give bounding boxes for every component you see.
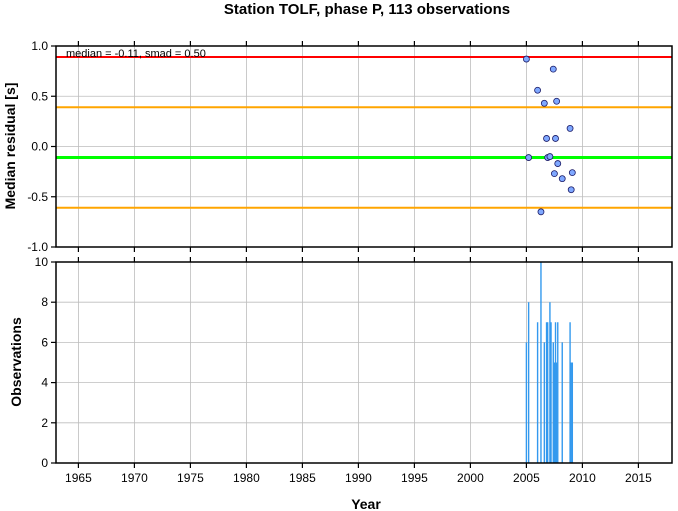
- residual-point: [534, 86, 541, 94]
- x-tick-label: 1975: [177, 471, 204, 485]
- x-tick-label: 2005: [513, 471, 540, 485]
- x-tick-label: 1970: [121, 471, 148, 485]
- observations-y-axis-label: Observations: [8, 317, 24, 407]
- residual-point: [554, 160, 562, 167]
- residual-point: [543, 135, 550, 142]
- observations-plot-frame: [55, 261, 673, 464]
- residual-point: [549, 65, 557, 73]
- x-tick-label: 2010: [569, 471, 596, 485]
- residual-y-axis-label: Median residual [s]: [2, 83, 18, 210]
- x-axis-label: Year: [351, 496, 381, 511]
- x-tick-label: 1985: [289, 471, 316, 485]
- y-tick-label: 10: [35, 255, 49, 269]
- observations-bars: [525, 262, 574, 463]
- x-tick-label: 1980: [233, 471, 260, 485]
- observations-panel: 0 2 4 6 8 10 1965 1970 1975 1980 1985 1990 1995 2000…: [8, 255, 673, 511]
- residual-panel: -1.0 -0.5 0.0 0.5 1.0 median = -0.11, smad =…: [2, 39, 673, 254]
- y-tick-label: 0.5: [31, 89, 48, 103]
- residual-point: [546, 153, 554, 160]
- reference-lines: [56, 56, 672, 209]
- residual-annotation: median = -0.11, smad = 0.50: [66, 48, 206, 60]
- y-tick-label: -0.5: [27, 190, 48, 204]
- y-tick-label: -1.0: [27, 240, 48, 254]
- residual-x-ticks: [77, 41, 640, 252]
- observations-grid: [56, 261, 672, 464]
- residual-point: [567, 186, 575, 194]
- y-tick-label: 6: [41, 335, 48, 349]
- x-tick-label: 1995: [401, 471, 428, 485]
- residual-point: [552, 135, 559, 142]
- residual-point: [558, 175, 566, 183]
- y-tick-label: 8: [41, 295, 48, 309]
- observations-x-ticks: 1965 1970 1975 1980 1985 1990 1995 2000 2005 2010…: [65, 257, 652, 485]
- y-tick-label: 0.0: [31, 140, 48, 154]
- residual-point: [525, 154, 533, 161]
- y-tick-label: 4: [41, 376, 48, 390]
- x-tick-label: 1965: [65, 471, 92, 485]
- y-tick-label: 1.0: [31, 39, 48, 53]
- chart-title: Station TOLF, phase P, 113 observations: [224, 1, 510, 18]
- y-tick-label: 0: [41, 456, 48, 470]
- x-tick-label: 2015: [625, 471, 652, 485]
- residual-point: [551, 170, 558, 178]
- y-tick-label: 2: [41, 416, 48, 430]
- residual-y-ticks: -1.0 -0.5 0.0 0.5 1.0: [27, 39, 56, 254]
- residual-point: [537, 208, 545, 216]
- residual-point: [553, 97, 561, 105]
- x-tick-label: 1990: [345, 471, 372, 485]
- observations-y-ticks: 0 2 4 6 8 10: [35, 255, 56, 470]
- x-tick-label: 2000: [457, 471, 484, 485]
- residual-grid: [56, 45, 672, 248]
- residual-point: [523, 55, 530, 63]
- residual-point: [566, 125, 574, 132]
- residual-point: [540, 99, 548, 107]
- residual-points: [523, 55, 576, 216]
- residual-point: [568, 169, 576, 177]
